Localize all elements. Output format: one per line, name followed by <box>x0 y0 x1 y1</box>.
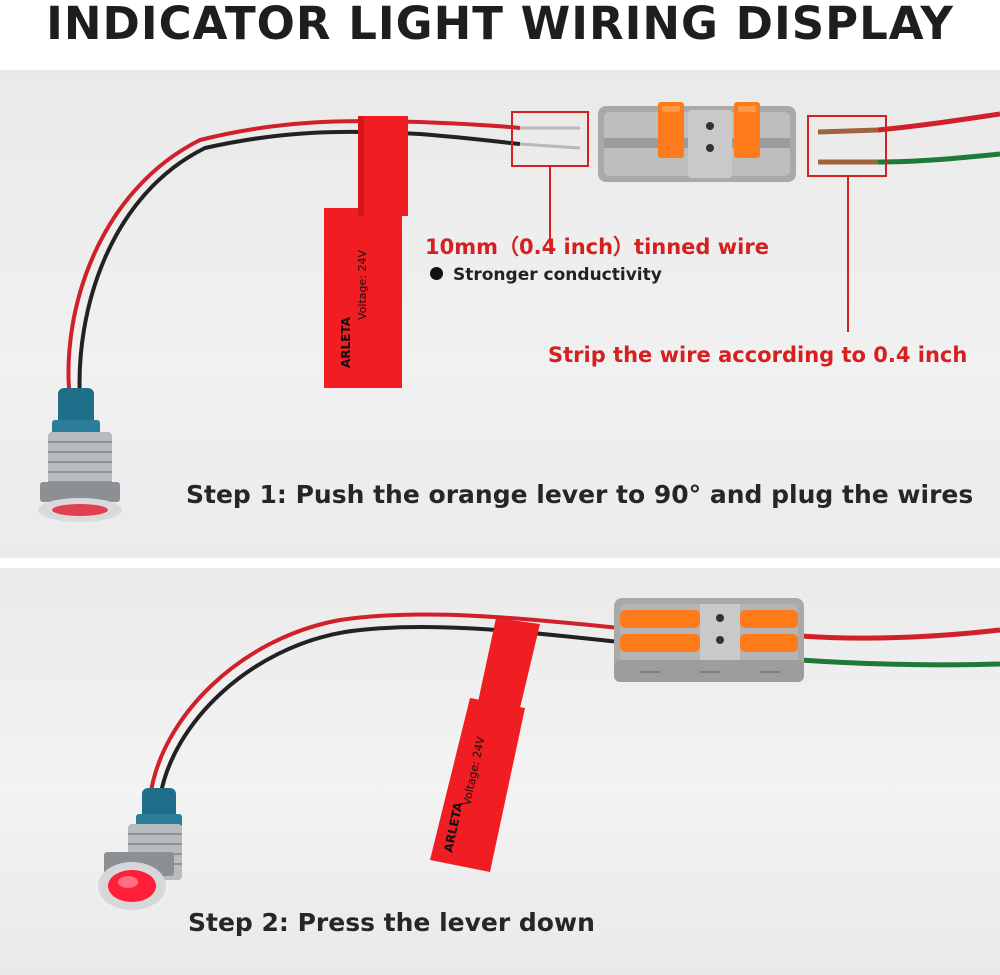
red-wire-supply <box>799 627 1000 641</box>
indicator-light-lit <box>98 788 182 910</box>
page-title: INDICATOR LIGHT WIRING DISPLAY <box>46 0 954 50</box>
step1-photo-panel: ARLETA Voltage: 24V 10mm（0.4 inch）tinned… <box>0 70 1000 558</box>
tag-brand-text: ARLETA <box>339 316 353 368</box>
tag-voltage-text: Voltage: 24V <box>356 250 369 320</box>
black-wire-led <box>158 624 621 799</box>
red-wire-led <box>148 612 621 799</box>
tinned-wire-highlight-box <box>511 111 589 167</box>
lever-connector-open <box>598 102 796 182</box>
green-wire-supply <box>799 657 1000 668</box>
red-wire-supply <box>877 111 1000 133</box>
conductivity-text: Stronger conductivity <box>453 265 662 285</box>
lever-connector-closed <box>614 598 804 682</box>
voltage-tag <box>324 116 408 388</box>
step2-photo-panel: ARLETA Voltage: 24V Step 2: Press the le… <box>0 568 1000 975</box>
green-wire-supply <box>877 151 1000 165</box>
step1-photo: ARLETA Voltage: 24V <box>38 102 1000 522</box>
voltage-tag <box>430 618 540 872</box>
step2-instruction: Step 2: Press the lever down <box>188 908 595 937</box>
bullet-dot-icon <box>430 266 443 280</box>
conductivity-bullet: Stronger conductivity <box>430 265 662 285</box>
indicator-light-unlit <box>38 388 122 522</box>
stripped-wire-highlight-box <box>807 115 887 177</box>
red-wire-led <box>66 119 521 401</box>
tinned-wire-label: 10mm（0.4 inch）tinned wire <box>425 235 769 259</box>
black-wire-led <box>77 129 521 401</box>
step2-photo: ARLETA Voltage: 24V <box>98 598 1000 910</box>
strip-wire-label: Strip the wire according to 0.4 inch <box>548 343 968 367</box>
step1-instruction: Step 1: Push the orange lever to 90° and… <box>186 480 974 509</box>
